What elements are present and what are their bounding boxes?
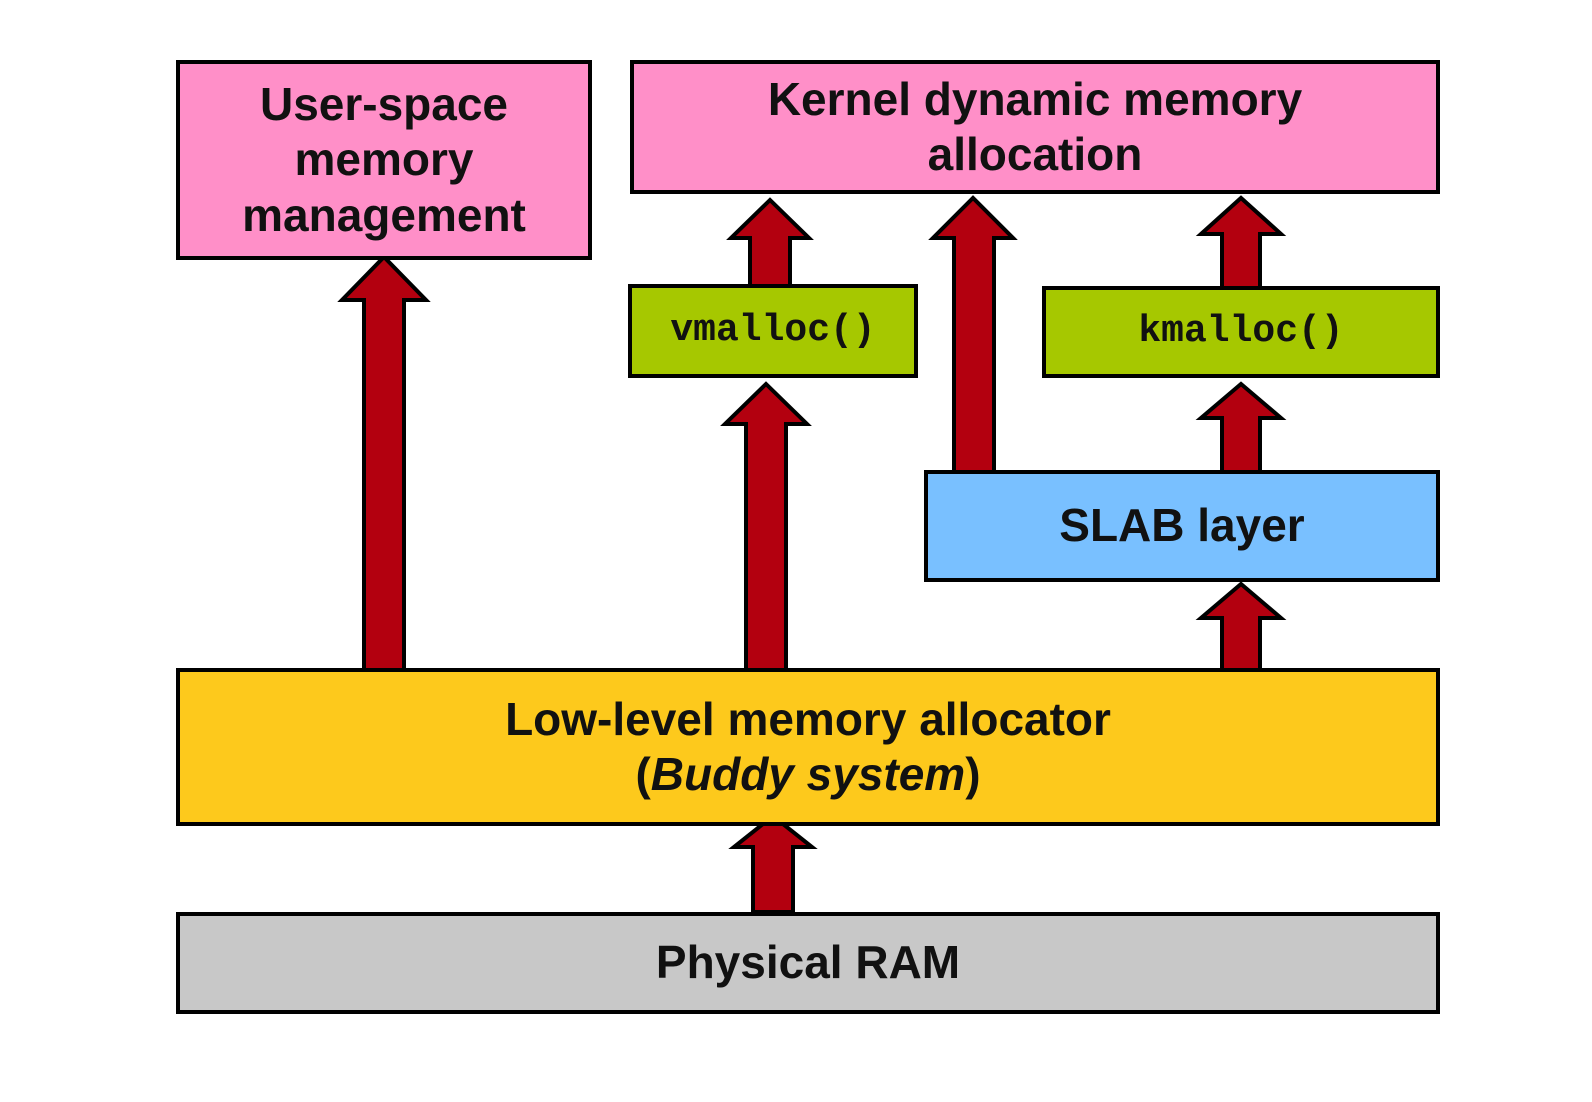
arrow-buddy-to-user-space	[337, 254, 431, 672]
arrow-vmalloc-to-kernel	[726, 197, 814, 290]
user-space-memory-box: User-space memory management	[176, 60, 592, 260]
ram-label: Physical RAM	[655, 936, 961, 989]
slab-label: SLAB layer	[1059, 499, 1305, 552]
arrow-buddy-to-slab	[1195, 581, 1287, 672]
kmalloc-box: kmalloc()	[1042, 286, 1440, 378]
arrow-buddy-to-vmalloc	[720, 381, 812, 672]
buddy-close-paren: )	[965, 748, 981, 800]
user-space-line-3: management	[242, 188, 526, 241]
slab-layer-box: SLAB layer	[924, 470, 1440, 582]
buddy-line-1: Low-level memory allocator	[505, 692, 1111, 745]
buddy-system-label: Buddy system	[650, 748, 966, 800]
low-level-allocator-box: Low-level memory allocator (Buddy system…	[176, 668, 1440, 826]
vmalloc-label: vmalloc()	[670, 309, 876, 353]
buddy-line-2: (Buddy system)	[635, 747, 980, 802]
buddy-open-paren: (	[635, 748, 651, 800]
user-space-line-1: User-space	[259, 78, 509, 131]
vmalloc-box: vmalloc()	[628, 284, 918, 378]
arrow-slab-to-kernel	[928, 195, 1018, 477]
arrow-ram-to-buddy	[728, 813, 818, 914]
kernel-line-2: allocation	[927, 128, 1143, 180]
kernel-dynamic-memory-box: Kernel dynamic memory allocation	[630, 60, 1440, 194]
user-space-line-2: memory	[294, 133, 474, 186]
arrow-kmalloc-to-kernel	[1195, 195, 1287, 290]
kernel-line-1: Kernel dynamic memory	[767, 72, 1303, 125]
physical-ram-box: Physical RAM	[176, 912, 1440, 1014]
kmalloc-label: kmalloc()	[1138, 310, 1344, 354]
arrow-slab-to-kmalloc	[1195, 381, 1287, 475]
